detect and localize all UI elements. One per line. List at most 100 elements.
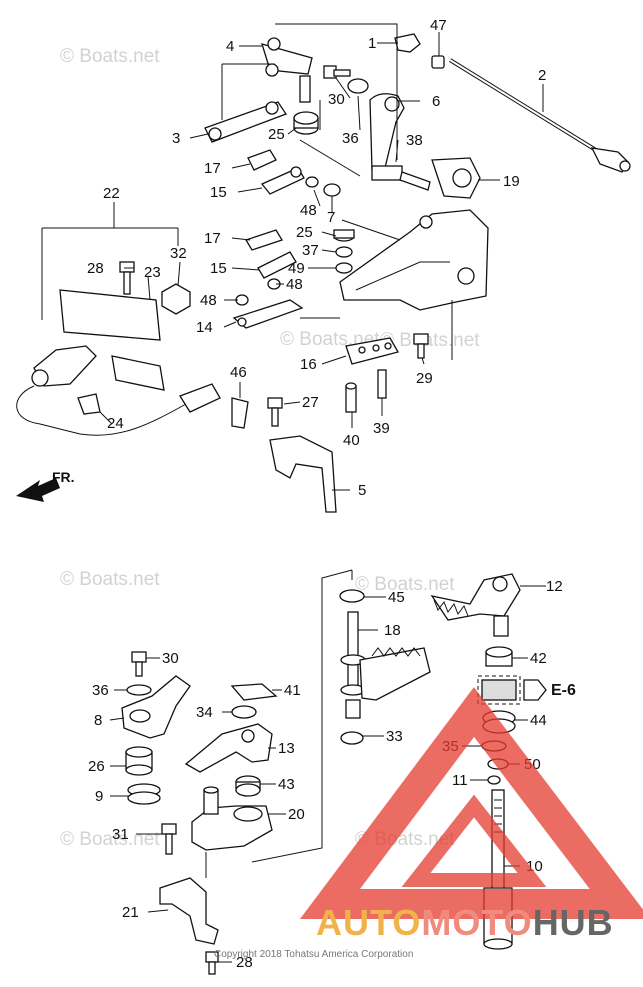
callout-8: 8 [94,712,102,729]
lower-assembly-frame [251,569,353,863]
callout-48b: 48 [200,292,217,309]
watermark-group: © Boats.net © Boats.net © Boats.net © Bo… [60,46,480,850]
callout-24: 24 [107,415,124,432]
callout-15b: 15 [210,260,227,277]
front-direction-label: FR. [52,469,75,485]
part-47-nut [431,55,445,69]
part-21-bracket [159,877,219,945]
watermark-text: © Boats.net [380,330,480,351]
callout-49: 49 [288,260,305,277]
part-48-clip [305,176,319,188]
part-17-clamp [247,149,277,171]
callout-2: 2 [538,67,546,84]
part-12-gear-lever [430,573,521,637]
callout-17b: 17 [204,230,221,247]
part-38-pin [399,171,431,191]
callout-4: 4 [226,38,234,55]
part-6-lever [369,93,405,181]
callout-28a: 28 [87,260,104,277]
part-31-bolt [161,823,177,855]
part-9-spring [127,783,161,805]
callout-9: 9 [95,788,103,805]
callout-7: 7 [327,209,335,226]
part-11-ring [487,775,501,785]
part-20-lever [191,786,273,851]
callout-38: 38 [406,132,423,149]
callout-29: 29 [416,370,433,387]
callout-13: 13 [278,740,295,757]
part-1-clip [394,33,421,53]
callout-48c: 48 [286,276,303,293]
callout-15a: 15 [210,184,227,201]
part-19-bracket [431,157,481,199]
part-8-holder [121,675,191,739]
reference-e6-label: E-6 [551,682,576,699]
callout-22: 22 [103,185,120,202]
callout-3: 3 [172,130,180,147]
part-29-bolt [413,333,429,359]
logo-wordmark: AUTOMOTOHUB [316,902,614,944]
callout-23: 23 [144,264,161,281]
part-3-arm [204,101,287,143]
part-45-washer [339,589,365,603]
callout-numbers: 1 2 3 4 5 6 7 8 9 10 11 12 13 14 15 15 1… [87,17,563,971]
part-7-washer [323,183,341,197]
part-36-washer [347,78,369,94]
watermark-text: © Boats.net [355,574,455,595]
logo-part-moto: MOTO [421,902,533,943]
part-main-bracket [339,209,489,311]
callout-1: 1 [368,35,376,52]
part-5-bracket [269,435,337,513]
callout-45: 45 [388,589,405,606]
callout-21: 21 [122,904,139,921]
callout-30b: 30 [162,650,179,667]
callout-12: 12 [546,578,563,595]
callout-11: 11 [452,772,468,789]
callout-27: 27 [302,394,319,411]
callout-43: 43 [278,776,295,793]
logo-triangle-icon [300,687,643,919]
part-28-bolt-lower [205,951,219,975]
part-34-washer [231,705,257,719]
watermark-text: © Boats.net [60,829,160,850]
logo-part-hub: HUB [532,902,614,943]
callout-26: 26 [88,758,105,775]
part-46-connector [231,397,249,429]
callout-25a: 25 [268,126,285,143]
front-direction-arrow: FR. [16,469,75,502]
callout-39: 39 [373,420,390,437]
part-18-shift-shaft [340,611,431,719]
part-39-pin [377,369,387,399]
part-14-plate [232,299,304,329]
part-e6-bearing: E-6 [477,675,576,705]
watermark-text: © Boats.net [60,569,160,590]
callout-36a: 36 [342,130,359,147]
callout-34: 34 [196,704,213,721]
callout-6: 6 [432,93,440,110]
part-16-holder [345,337,399,365]
callout-37: 37 [302,242,319,259]
callout-47: 47 [430,17,447,34]
callout-32: 32 [170,245,187,262]
logo-part-auto: AUTO [316,902,422,943]
part-36-washer-lower [126,684,152,696]
part-33-washer [340,731,364,745]
part-25-37-49-stack [333,229,355,274]
callout-48a: 48 [300,202,317,219]
callout-42: 42 [530,650,547,667]
callout-18: 18 [384,622,401,639]
part-15-link-lower [257,251,297,279]
part-40-pin [345,382,357,413]
callout-40: 40 [343,432,360,449]
watermark-text: © Boats.net [60,46,160,67]
copyright-text: Copyright 2018 Tohatsu America Corporati… [214,949,414,960]
part-25-bushing [293,111,319,135]
part-43-bushing [235,775,261,797]
part-4-link [261,37,313,103]
part-27-bolt [267,397,283,427]
callout-31: 31 [112,826,129,843]
part-41-clip [230,683,278,701]
part-15-link [260,166,305,195]
part-13-arm [184,723,273,773]
